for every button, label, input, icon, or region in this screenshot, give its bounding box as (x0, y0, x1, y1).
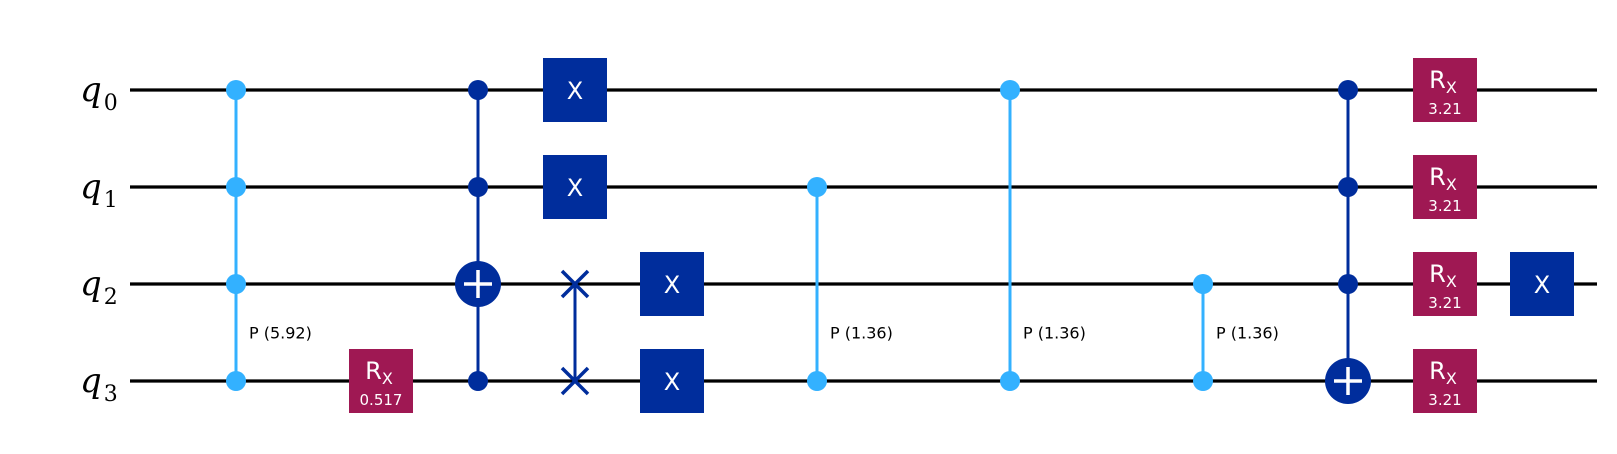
x-gate-label: X (664, 368, 680, 396)
qubit-labels: q0 q1 q2 q3 (80, 70, 118, 407)
ccx-control-dot (1338, 274, 1358, 294)
rx-gate-box (1413, 252, 1477, 316)
gate-cphase-9: P (1.36) (1000, 80, 1086, 391)
gates: P (5.92) RX 0.517 X X X X P (1.36) P (1.36) P (1.… (226, 58, 1574, 413)
rx-gate-label: RX (1429, 66, 1457, 97)
x-gate-box (1510, 252, 1574, 316)
qubit-label-2: q2 (80, 264, 118, 310)
phase-control-dot (1000, 371, 1020, 391)
qubit-label-0: q0 (80, 70, 118, 116)
qubit-label-1: q1 (80, 167, 118, 213)
swap-cross-1 (560, 366, 590, 396)
phase-control-dot (226, 80, 246, 100)
gate-rx-1: RX 0.517 (349, 349, 413, 413)
ccx-control-dot (1338, 177, 1358, 197)
rx-gate-param: 3.21 (1428, 100, 1461, 118)
gate-x-6: X (640, 252, 704, 316)
x-gate-box (543, 58, 607, 122)
rx-gate-box (1413, 155, 1477, 219)
rx-gate-label: RX (365, 357, 393, 388)
phase-control-dot (1193, 371, 1213, 391)
gate-ccx-11 (1325, 80, 1371, 404)
rx-gate-label: RX (1429, 260, 1457, 291)
x-gate-box (640, 252, 704, 316)
x-gate-label: X (567, 174, 583, 202)
phase-control-dot (226, 274, 246, 294)
gate-cphase-10: P (1.36) (1193, 274, 1279, 391)
phase-control-dot (226, 177, 246, 197)
gate-rx-15: RX 3.21 (1413, 349, 1477, 413)
gate-x-3: X (543, 58, 607, 122)
rx-gate-label: RX (1429, 163, 1457, 194)
phase-control-dot (226, 371, 246, 391)
rx-gate-box (349, 349, 413, 413)
ccx-control-dot (1338, 80, 1358, 100)
gate-x-16: X (1510, 252, 1574, 316)
rx-gate-param: 0.517 (360, 391, 403, 409)
gate-rx-13: RX 3.21 (1413, 155, 1477, 219)
rx-gate-label: RX (1429, 357, 1457, 388)
ccx-control-dot (468, 177, 488, 197)
phase-label: P (5.92) (249, 324, 312, 343)
phase-control-dot (1000, 80, 1020, 100)
x-gate-label: X (664, 271, 680, 299)
x-gate-label: X (1534, 271, 1550, 299)
gate-mcphase-0: P (5.92) (226, 80, 312, 391)
gate-swap-5 (560, 269, 590, 396)
swap-cross-0 (560, 269, 590, 299)
phase-label: P (1.36) (830, 324, 893, 343)
gate-rx-12: RX 3.21 (1413, 58, 1477, 122)
phase-label: P (1.36) (1216, 324, 1279, 343)
rx-gate-box (1413, 58, 1477, 122)
gate-x-4: X (543, 155, 607, 219)
rx-gate-param: 3.21 (1428, 294, 1461, 312)
ccx-control-dot (468, 371, 488, 391)
phase-control-dot (807, 371, 827, 391)
ccx-control-dot (468, 80, 488, 100)
x-gate-box (640, 349, 704, 413)
rx-gate-param: 3.21 (1428, 391, 1461, 409)
gate-rx-14: RX 3.21 (1413, 252, 1477, 316)
rx-gate-box (1413, 349, 1477, 413)
gate-x-7: X (640, 349, 704, 413)
gate-ccx-2 (455, 80, 501, 391)
phase-control-dot (1193, 274, 1213, 294)
phase-label: P (1.36) (1023, 324, 1086, 343)
gate-cphase-8: P (1.36) (807, 177, 893, 391)
phase-control-dot (807, 177, 827, 197)
rx-gate-param: 3.21 (1428, 197, 1461, 215)
x-gate-box (543, 155, 607, 219)
qubit-label-3: q3 (80, 361, 118, 407)
x-gate-label: X (567, 77, 583, 105)
